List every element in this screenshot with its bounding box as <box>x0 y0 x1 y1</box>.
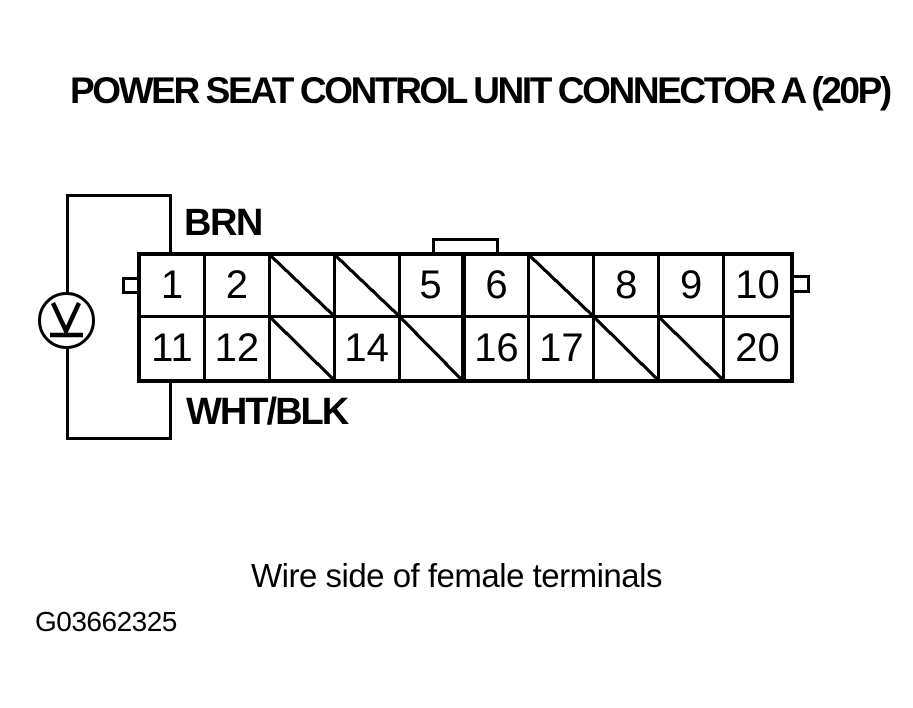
pin-number: 2 <box>225 263 248 308</box>
connector-cell-blocked <box>400 317 466 379</box>
connector-cell-pin-9: 9 <box>660 256 726 318</box>
connector-cell-pin-17: 17 <box>530 317 596 379</box>
connector-cell-blocked <box>660 317 726 379</box>
pin-number: 6 <box>485 263 508 308</box>
connector-cell-pin-14: 14 <box>336 317 401 379</box>
voltmeter-symbol <box>38 292 95 349</box>
page-title: POWER SEAT CONTROL UNIT CONNECTOR A (20P… <box>70 70 892 111</box>
pin-number: 14 <box>344 326 389 371</box>
wire-color-label-brn: BRN <box>184 202 263 244</box>
wire-left-upper-segment <box>66 194 69 294</box>
wire-left-lower-segment <box>66 348 69 440</box>
pin-number: 5 <box>419 263 442 308</box>
connector-cell-blocked <box>595 317 661 379</box>
figure-id: G03662325 <box>35 606 177 637</box>
pin-number: 16 <box>474 326 519 371</box>
connector-cell-pin-20: 20 <box>725 318 790 380</box>
connector-cell-blocked <box>335 256 401 318</box>
connector-cell-blocked <box>530 256 596 318</box>
connector-cell-pin-2: 2 <box>205 256 271 318</box>
wire-from-pin11-segment <box>169 381 172 440</box>
connector-cell-pin-10: 10 <box>725 256 790 318</box>
connector-cell-pin-8: 8 <box>595 256 661 318</box>
connector-cell-pin-16: 16 <box>466 317 531 379</box>
pin-number: 1 <box>160 263 184 308</box>
wire-to-pin1-segment <box>169 194 172 254</box>
pin-number: 10 <box>735 263 780 308</box>
connector-cell-pin-5: 5 <box>400 256 466 318</box>
connector-cell-blocked <box>270 256 336 318</box>
pin-number: 9 <box>680 263 703 308</box>
wire-color-label-wht-blk: WHT/BLK <box>186 391 349 433</box>
pin-number: 12 <box>214 326 260 371</box>
connector-cell-pin-1: 1 <box>141 256 206 318</box>
connector-cell-pin-12: 12 <box>206 317 271 379</box>
wire-top-segment <box>66 194 172 197</box>
connector-left-notch <box>122 277 139 294</box>
connector-right-tab <box>792 275 810 293</box>
connector-cell-blocked <box>270 317 336 379</box>
pin-number: 20 <box>735 326 780 371</box>
pin-number: 8 <box>615 263 638 308</box>
voltmeter-icon <box>50 302 83 338</box>
pin-number: 17 <box>539 326 584 371</box>
connector-latch-tab <box>432 238 499 254</box>
connector-cell-pin-11: 11 <box>141 317 206 379</box>
pin-number: 11 <box>151 326 193 371</box>
connector-cell-pin-6: 6 <box>465 256 531 318</box>
caption: Wire side of female terminals <box>251 557 662 594</box>
wire-bottom-segment <box>66 437 172 440</box>
